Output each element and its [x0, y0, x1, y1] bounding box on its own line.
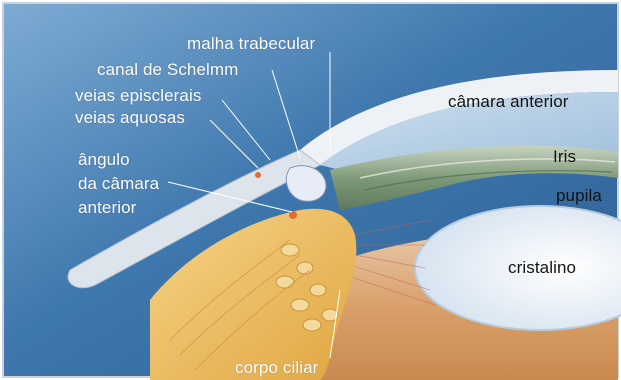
label-angle-line1: ângulo [78, 150, 130, 169]
label-schlemm-canal: canal de Schelmm [97, 60, 238, 79]
label-lens: cristalino [508, 258, 576, 277]
label-iris: Iris [553, 147, 576, 166]
label-ciliary-body: corpo ciliar [235, 358, 318, 377]
episcleral-vein-marker [255, 172, 261, 178]
label-episcleral-veins: veias episclerais [75, 86, 201, 105]
label-angle-line2: da câmara [78, 174, 159, 193]
label-angle-line3: anterior [78, 198, 136, 217]
label-anterior-chamber: câmara anterior [448, 92, 569, 111]
label-aqueous-veins: veias aquosas [75, 108, 185, 127]
label-pupil: pupila [556, 186, 602, 205]
angle-marker [289, 211, 297, 219]
label-trabecular-meshwork: malha trabecular [187, 34, 315, 53]
